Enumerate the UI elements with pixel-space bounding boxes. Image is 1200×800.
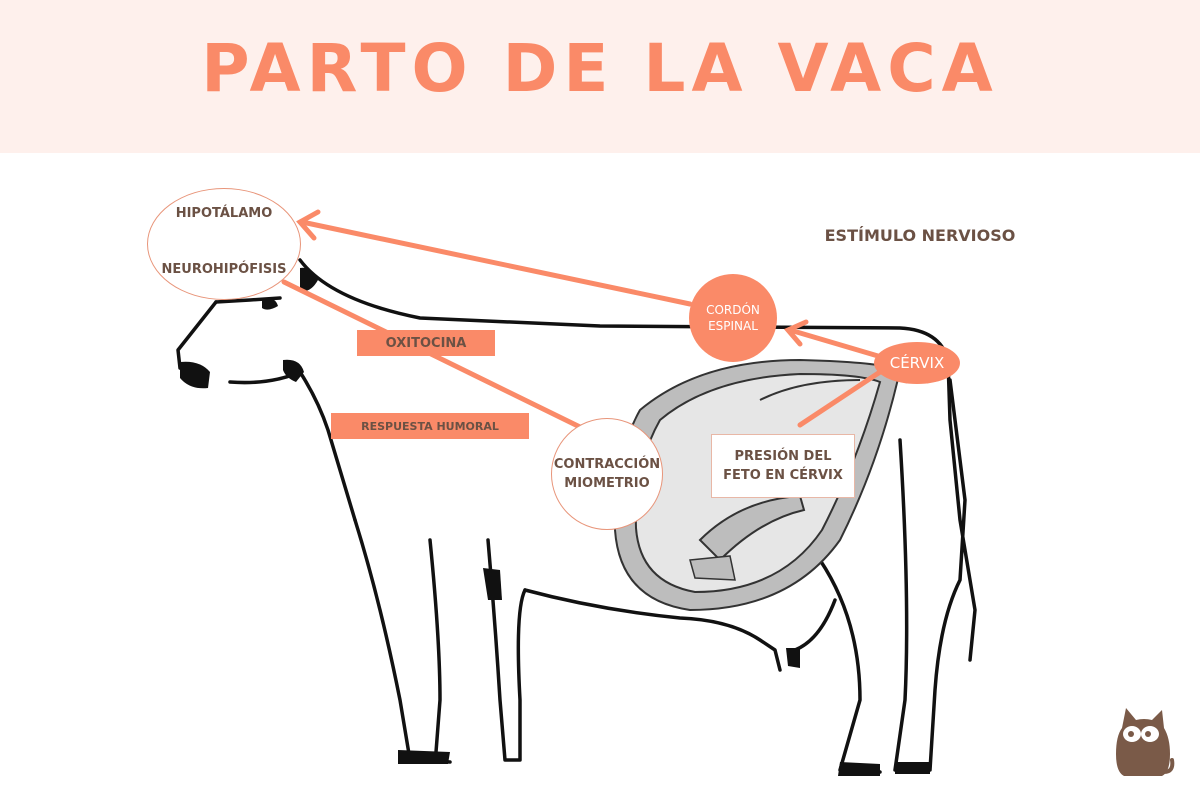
arrow-cordon-to-hipotalamo [299,219,693,307]
presion-line2: FETO EN CÉRVIX [723,468,843,483]
estimulo-nervioso-label: ESTÍMULO NERVIOSO [824,226,1016,245]
page-title: PARTO DE LA VACA [201,30,999,107]
contraccion-line1: CONTRACCIÓN [553,457,661,472]
arrow-cervix-to-cordon [787,327,881,359]
hipotalamo-neurohipofisis-node [147,188,301,300]
cordon-line2: ESPINAL [708,319,758,333]
presion-line1: PRESIÓN DEL [734,449,832,464]
line-presion-to-cervix [797,369,883,428]
contraccion-miometrio-node: CONTRACCIÓN MIOMETRIO [551,418,663,530]
hipotalamo-label: HIPOTÁLAMO [175,206,273,221]
cordon-line1: CORDÓN [706,303,760,317]
cervix-label: CÉRVIX [889,354,945,372]
neurohipofisis-label: NEUROHIPÓFISIS [161,262,287,277]
oxitocina-tag: OXITOCINA [357,330,495,356]
contraccion-line2: MIOMETRIO [564,476,650,491]
cat-mascot-icon [1116,708,1175,776]
presion-feto-node: PRESIÓN DEL FETO EN CÉRVIX [711,434,855,498]
respuesta-humoral-tag: RESPUESTA HUMORAL [331,413,529,439]
cordon-espinal-node: CORDÓN ESPINAL [689,274,777,362]
respuesta-humoral-label: RESPUESTA HUMORAL [361,419,499,433]
header-banner: PARTO DE LA VACA [0,0,1200,153]
oxitocina-label: OXITOCINA [385,335,467,351]
cervix-node: CÉRVIX [874,342,960,384]
